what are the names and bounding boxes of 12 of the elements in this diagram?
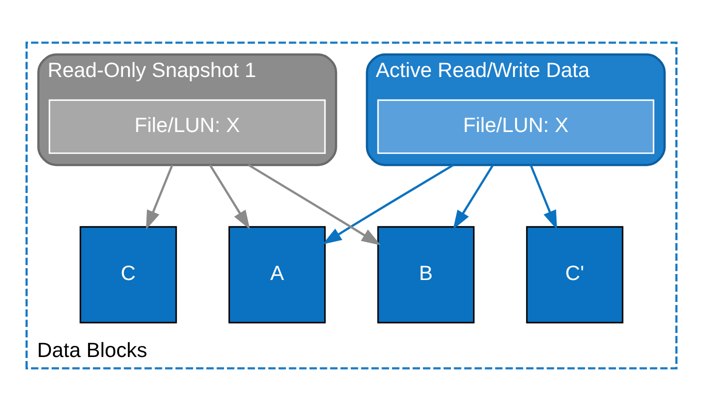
arrow <box>209 164 250 230</box>
node-box: B <box>377 226 475 324</box>
node-box: File/LUN: X <box>377 99 654 154</box>
node-box: C' <box>526 226 624 324</box>
arrow <box>146 164 174 230</box>
node-box: File/LUN: X <box>48 99 326 154</box>
arrow <box>453 164 494 230</box>
node-box: C <box>80 226 177 324</box>
arrow <box>322 164 454 244</box>
node-box: A <box>228 226 326 324</box>
arrow <box>530 164 558 230</box>
arrow <box>248 164 381 246</box>
